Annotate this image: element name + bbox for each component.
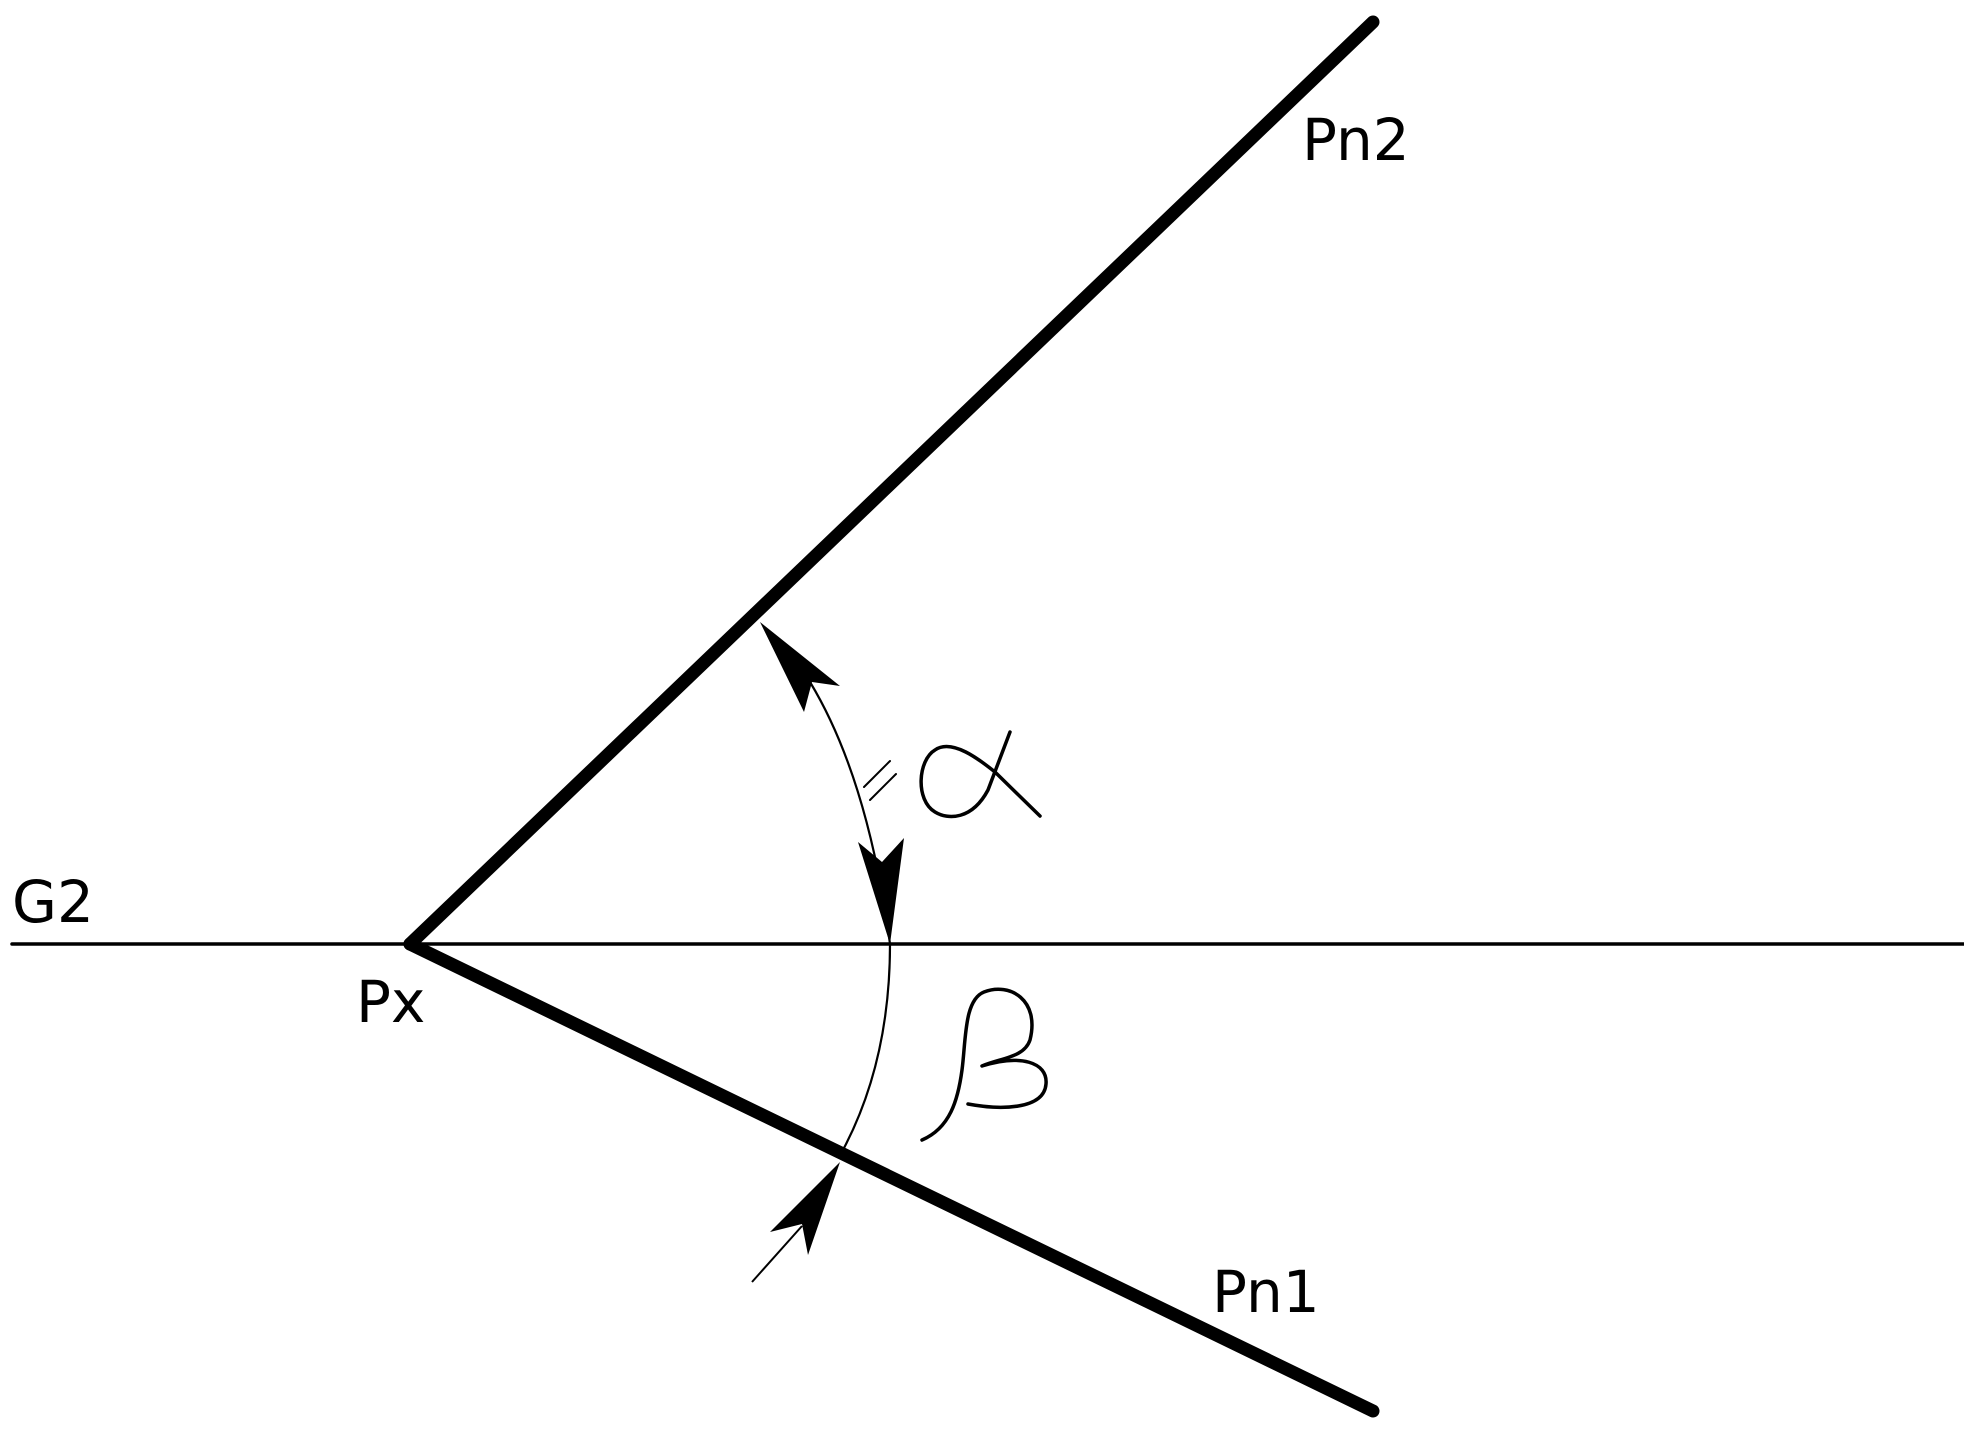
beta-dimension-arc <box>843 943 892 1149</box>
beta-arrowhead-lower <box>770 1162 840 1255</box>
label-px: Px <box>356 968 425 1036</box>
beta-symbol: β <box>0 0 1048 1142</box>
label-g2: G2 <box>12 868 94 936</box>
svg-text:α: α <box>0 0 1 1</box>
line-px-pn1 <box>403 937 1380 1418</box>
alpha-arrowhead-upper <box>760 622 840 712</box>
alpha-tick-marks <box>863 760 897 801</box>
label-pn1: Pn1 <box>1212 1258 1320 1326</box>
label-pn2: Pn2 <box>1302 106 1410 174</box>
alpha-symbol: α <box>0 0 1042 819</box>
line-px-pn2 <box>403 15 1380 951</box>
beta-arrow-tail <box>751 1225 803 1283</box>
alpha-arrowhead-baseline <box>858 838 904 944</box>
svg-text:β: β <box>0 0 1 1</box>
